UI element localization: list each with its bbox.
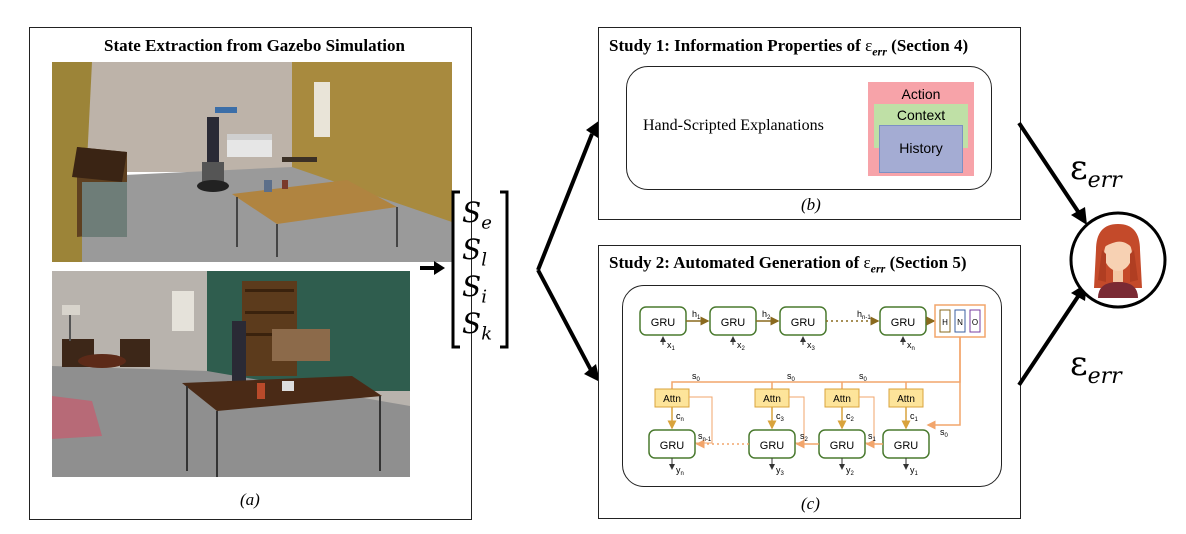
- panel-a-title: State Extraction from Gazebo Simulation: [104, 36, 405, 55]
- state-sl: Sl: [462, 233, 487, 271]
- user-avatar-icon: [1069, 211, 1167, 309]
- explanations-label: Hand-Scripted Explanations: [643, 117, 824, 134]
- arrow-scene-to-state: [420, 261, 445, 275]
- decoder-gru-n: GRU: [648, 429, 696, 459]
- svg-text:s0: s0: [940, 427, 949, 439]
- simulation-scene-bottom: [52, 271, 410, 477]
- study2-caption: (c): [801, 494, 820, 513]
- state-si: Si: [462, 270, 487, 308]
- svg-text:x1: x1: [667, 340, 676, 352]
- svg-text:h1: h1: [692, 309, 701, 321]
- svg-text:O: O: [972, 318, 978, 327]
- svg-text:x2: x2: [737, 340, 746, 352]
- panel-a-caption: (a): [240, 490, 260, 509]
- svg-text:c3: c3: [776, 411, 785, 423]
- svg-text:c2: c2: [846, 411, 855, 423]
- svg-text:Attn: Attn: [663, 394, 681, 405]
- svg-text:GRU: GRU: [791, 317, 816, 329]
- simulation-scene-top: [52, 62, 452, 262]
- seq2seq-diagram: GRU GRU GRU GRU h1 h2 hn-1 x1 x2 x3 xn H…: [639, 304, 986, 477]
- svg-text:GRU: GRU: [760, 440, 785, 452]
- svg-text:GRU: GRU: [651, 317, 676, 329]
- state-sk: Sk: [462, 307, 493, 345]
- svg-text:s1: s1: [868, 431, 877, 443]
- encoder-gru-3: GRU: [779, 306, 827, 336]
- attn-block-1: Attn: [888, 388, 924, 408]
- state-se: Se: [462, 196, 492, 234]
- svg-text:yn: yn: [676, 465, 684, 477]
- decoder-gru-1: GRU: [882, 429, 930, 459]
- layer-history: History: [879, 125, 963, 173]
- svg-text:y3: y3: [776, 465, 785, 477]
- svg-text:s0: s0: [787, 371, 796, 383]
- svg-text:c1: c1: [910, 411, 919, 423]
- svg-text:GRU: GRU: [721, 317, 746, 329]
- epsilon-err-top: εerr: [1070, 148, 1122, 193]
- svg-text:GRU: GRU: [891, 317, 916, 329]
- study2-title: Study 2: Automated Generation of εerr (S…: [609, 253, 967, 276]
- svg-text:s2: s2: [800, 431, 809, 443]
- epsilon-err-symbol: εerr: [865, 36, 887, 59]
- svg-text:y2: y2: [846, 465, 855, 477]
- svg-text:xn: xn: [907, 340, 915, 352]
- svg-text:h2: h2: [762, 309, 771, 321]
- attn-block-n: Attn: [654, 388, 690, 408]
- study1-title: Study 1: Information Properties of εerr …: [609, 36, 969, 59]
- epsilon-err-symbol: εerr: [863, 253, 886, 276]
- arrows-to-user: [1017, 121, 1087, 387]
- encoder-gru-2: GRU: [709, 306, 757, 336]
- svg-text:H: H: [942, 318, 948, 327]
- svg-text:y1: y1: [910, 465, 919, 477]
- svg-text:cn: cn: [676, 411, 684, 423]
- svg-text:GRU: GRU: [660, 440, 685, 452]
- svg-text:Attn: Attn: [833, 394, 851, 405]
- svg-text:N: N: [957, 318, 963, 327]
- decoder-gru-3: GRU: [748, 429, 796, 459]
- decoder-gru-2: GRU: [818, 429, 866, 459]
- encoder-output: H N O: [934, 304, 986, 338]
- study1-caption: (b): [801, 195, 821, 214]
- svg-text:Attn: Attn: [897, 394, 915, 405]
- svg-text:hn-1: hn-1: [857, 309, 871, 321]
- epsilon-err-bottom: εerr: [1070, 344, 1122, 389]
- svg-text:GRU: GRU: [894, 440, 919, 452]
- attn-block-3: Attn: [754, 388, 790, 408]
- svg-text:sn-1: sn-1: [698, 431, 712, 443]
- svg-text:s0: s0: [692, 371, 701, 383]
- attn-block-2: Attn: [824, 388, 860, 408]
- arrows-state-to-studies: [536, 120, 600, 382]
- svg-text:Attn: Attn: [763, 394, 781, 405]
- svg-text:x3: x3: [807, 340, 816, 352]
- svg-text:s0: s0: [859, 371, 868, 383]
- svg-text:GRU: GRU: [830, 440, 855, 452]
- state-vector-brackets: [451, 190, 509, 349]
- encoder-gru-n: GRU: [879, 306, 927, 336]
- encoder-gru-1: GRU: [639, 306, 687, 336]
